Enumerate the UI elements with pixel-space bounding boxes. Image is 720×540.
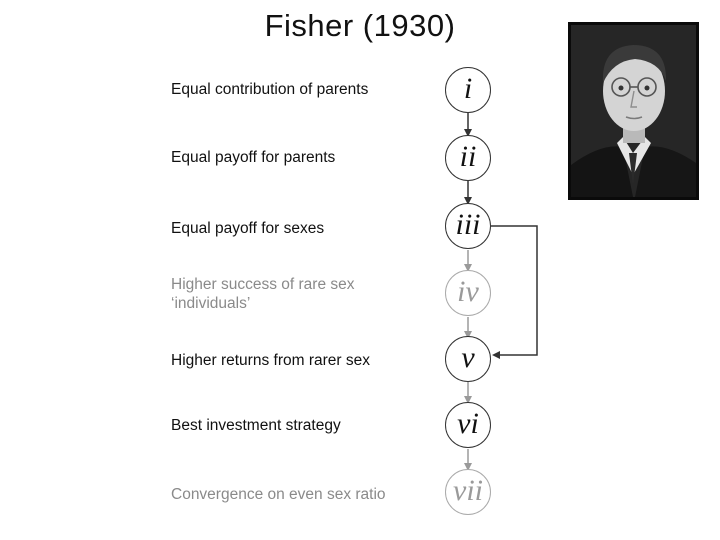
step-label-5: Higher returns from rarer sex xyxy=(171,351,370,370)
step-label-2: Equal payoff for parents xyxy=(171,148,335,167)
step-label-6: Best investment strategy xyxy=(171,416,341,435)
step-label-4: Higher success of rare sex ‘individuals’ xyxy=(171,275,401,313)
node-iv: iv xyxy=(445,270,491,316)
node-ii: ii xyxy=(445,135,491,181)
step-label-3: Equal payoff for sexes xyxy=(171,219,324,238)
portrait-illustration xyxy=(571,25,696,197)
node-vii: vii xyxy=(445,469,491,515)
step-label-7: Convergence on even sex ratio xyxy=(171,485,386,504)
node-vi: vi xyxy=(445,402,491,448)
node-iii: iii xyxy=(445,203,491,249)
node-v: v xyxy=(445,336,491,382)
portrait-photo xyxy=(568,22,699,200)
step-label-1: Equal contribution of parents xyxy=(171,80,368,99)
node-i: i xyxy=(445,67,491,113)
loop-arrow-iii-v xyxy=(491,226,537,355)
